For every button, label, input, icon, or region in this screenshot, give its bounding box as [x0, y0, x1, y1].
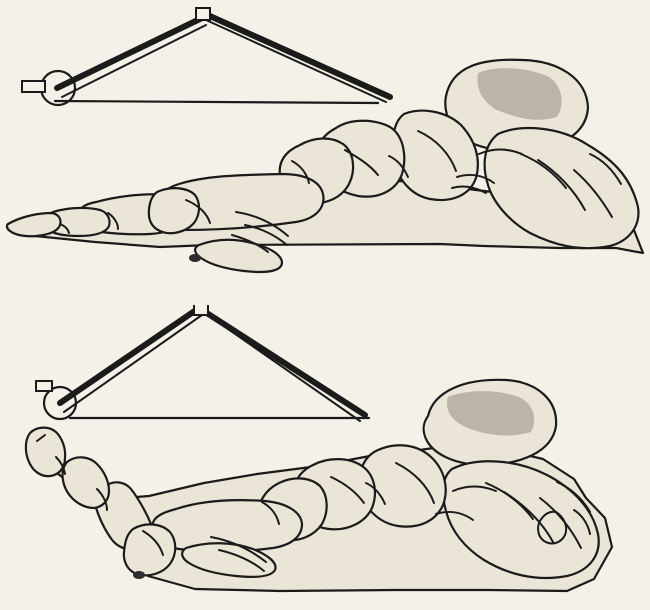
bottom-foot-illustration — [0, 305, 650, 610]
top-goniometer-icon — [22, 8, 390, 105]
top-foot-illustration — [0, 0, 650, 305]
bottom-goniometer-icon — [36, 305, 369, 421]
top-foot-panel — [0, 0, 650, 305]
top-foot-bones-icon — [7, 60, 643, 272]
bottom-foot-panel — [0, 305, 650, 610]
bottom-foot-bones-icon — [26, 380, 612, 591]
